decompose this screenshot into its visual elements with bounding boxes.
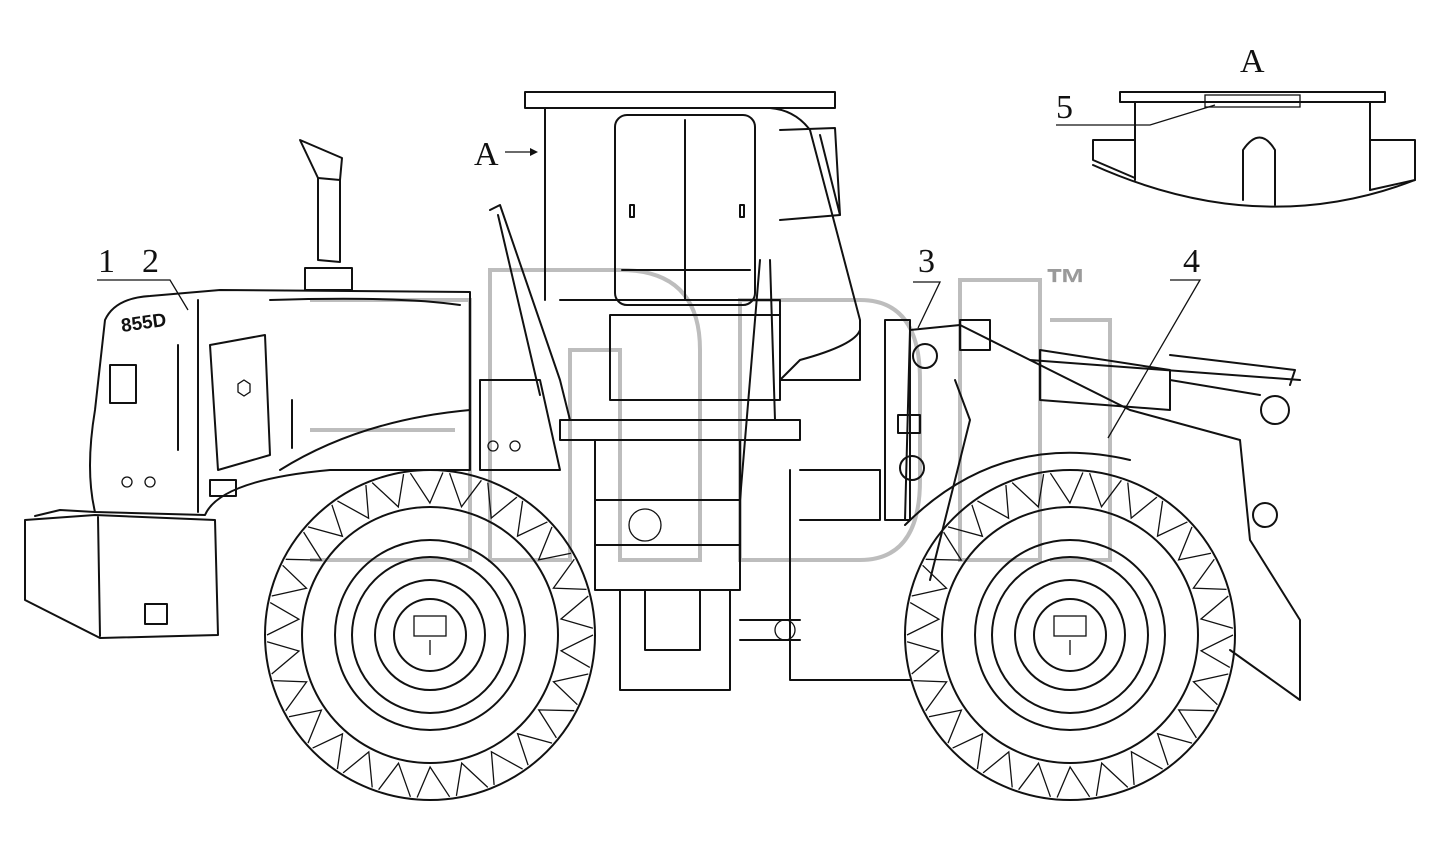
tire-tread-lug	[266, 641, 301, 675]
counterweight	[24, 509, 219, 639]
tire-tread-lug	[1192, 673, 1229, 706]
tire-tread-lug	[490, 750, 523, 785]
tire-tread-lug	[911, 564, 948, 597]
tire-tread-lug	[1192, 558, 1227, 591]
tire-tread-lug	[516, 732, 553, 766]
tire-tread-lug	[537, 526, 572, 561]
tire-tread-lug	[516, 500, 548, 538]
tire-tread-lug	[1130, 750, 1163, 785]
tire-tread-lug	[273, 679, 308, 712]
view-a-arrow-label: A	[474, 136, 499, 173]
hood-model-badge: 855D	[120, 310, 168, 337]
tire-tread-lug	[1127, 482, 1158, 520]
tire-tread-lug	[537, 709, 575, 739]
access-ladder	[479, 204, 801, 591]
tire-tread-lug	[1018, 761, 1052, 798]
tire-tread-lug	[1049, 472, 1084, 505]
tire-tread-lug	[928, 709, 963, 744]
tire-tread-lug	[1199, 595, 1234, 629]
loader-arm	[884, 319, 1301, 701]
tire-tread-lug	[552, 558, 587, 591]
tire-tread-lug	[559, 634, 594, 668]
tire-tread-lug	[271, 564, 308, 597]
view-a-inset	[1092, 91, 1416, 208]
tire-tread-lug	[337, 485, 370, 520]
engine-hood: 855D	[89, 289, 471, 516]
tire-tread-lug	[977, 485, 1010, 520]
tire-tread-lug	[307, 504, 344, 538]
exhaust-stack	[299, 139, 353, 291]
view-a-title: A	[1240, 43, 1265, 80]
tire-tread-lug	[982, 750, 1013, 788]
trademark-symbol: ™	[1045, 260, 1087, 307]
tire-tread-lug	[1088, 472, 1122, 509]
tire-tread-lug	[952, 732, 984, 770]
tire-tread-lug	[1011, 473, 1045, 509]
tire-tread-lug	[1156, 732, 1193, 766]
tire-tread-lug	[1199, 634, 1234, 668]
tire-tread-lug	[913, 679, 948, 712]
tire-tread-lug	[1095, 761, 1129, 797]
tire-tread-lug	[285, 531, 323, 561]
tire-tread-lug	[266, 602, 301, 636]
callout-1: 1	[98, 243, 115, 280]
tire-tread-lug	[1177, 526, 1212, 561]
operator-cab	[524, 91, 861, 401]
front-fender	[904, 451, 1131, 526]
watermark: ™	[310, 260, 1112, 562]
center-frame	[619, 469, 911, 691]
tire-tread-lug	[409, 472, 444, 505]
tire-tread-lug	[1177, 709, 1215, 739]
tire-tread-lug	[947, 504, 984, 538]
tire-tread-lug	[288, 709, 323, 744]
tire-tread-lug	[552, 673, 589, 706]
tire-tread-lug	[1056, 765, 1091, 798]
tire-tread-lug	[371, 473, 405, 509]
tire-tread-lug	[455, 761, 489, 797]
tire-tread-lug	[906, 641, 941, 675]
rear-wheel	[264, 469, 596, 801]
tire-tread-lug	[906, 602, 941, 636]
tire-tread-lug	[487, 482, 518, 520]
callout-2: 2	[142, 243, 159, 280]
callout-3: 3	[918, 243, 935, 280]
front-wheel	[904, 469, 1236, 801]
tire-tread-lug	[559, 595, 594, 629]
tire-tread-lug	[416, 765, 451, 798]
tire-tread-lug	[342, 750, 373, 788]
callout-5: 5	[1056, 89, 1073, 126]
tire-tread-lug	[312, 732, 344, 770]
tire-tread-lug	[378, 761, 412, 798]
tire-tread-lug	[1156, 500, 1188, 538]
callout-leaders	[97, 104, 1216, 439]
tire-tread-lug	[925, 531, 963, 561]
callout-4: 4	[1183, 243, 1200, 280]
tire-tread-lug	[448, 472, 482, 509]
